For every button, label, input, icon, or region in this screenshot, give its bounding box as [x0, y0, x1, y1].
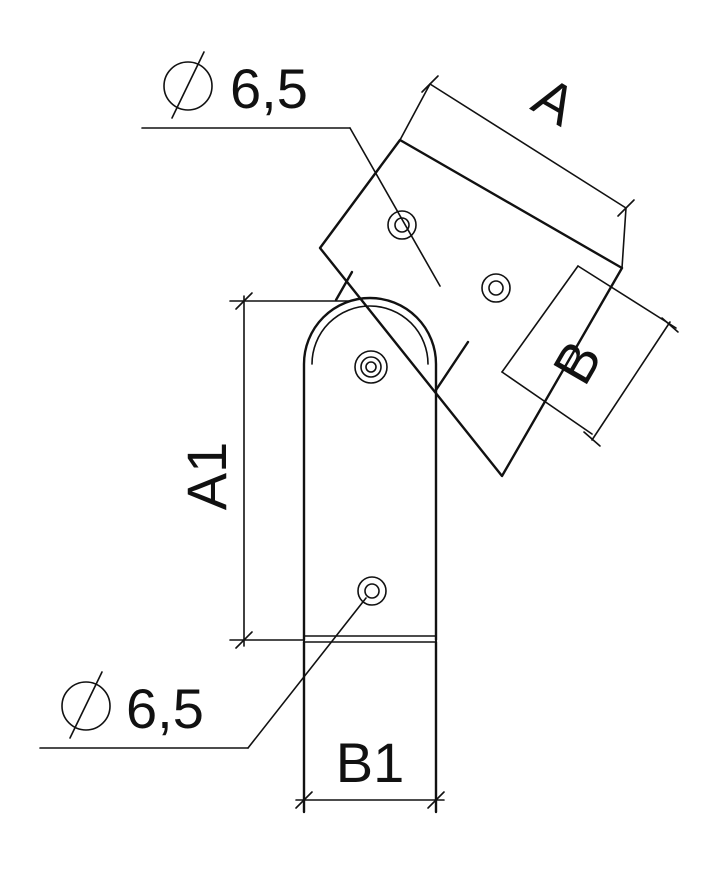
dimension-b1-label: B1: [336, 731, 405, 794]
hole-upper-1: [387, 210, 417, 240]
neck-edge-right: [434, 340, 470, 392]
lower-bar: [302, 296, 438, 814]
dimension-b-tick-2: [583, 431, 601, 447]
hole-callout-top: 6,5: [141, 51, 441, 287]
neck-edge-left: [334, 270, 354, 302]
lower-bar-inner-arc: [311, 305, 429, 365]
dimension-b1-tick-2: [427, 791, 445, 809]
hole-callout-bottom-value: 6,5: [126, 677, 204, 740]
dimension-a1-tick-2: [235, 631, 253, 649]
upper-block: [318, 138, 624, 478]
diameter-icon-top: [163, 51, 213, 119]
dimension-b-label: B: [540, 330, 613, 394]
dimension-b-tick-1: [661, 317, 679, 333]
dimension-a-tick-2: [617, 199, 635, 217]
dimension-a1: A1: [175, 292, 351, 649]
diameter-icon-bottom: [61, 671, 111, 739]
dimension-b1: B1: [295, 731, 445, 809]
dimension-b: B: [501, 265, 679, 447]
hole-upper-2: [481, 273, 511, 303]
hole-lower-1: [354, 350, 388, 384]
dimension-a-tick-1: [421, 75, 439, 93]
callout-top-leader: [349, 127, 441, 287]
dimension-a: A: [399, 64, 635, 269]
dimension-a1-label: A1: [175, 442, 238, 511]
hole-lower-2: [357, 576, 387, 606]
upper-block-divider: [501, 265, 579, 373]
hole-callout-top-value: 6,5: [230, 57, 308, 120]
dimension-a-label: A: [523, 64, 587, 138]
dimension-a1-tick-1: [235, 292, 253, 310]
dimension-a-line: [429, 83, 627, 209]
dimension-b-line: [591, 321, 671, 441]
callout-bottom-leader: [247, 597, 367, 749]
upper-block-outline: [318, 138, 624, 478]
lower-bar-outline: [302, 296, 438, 642]
hole-callout-bottom: 6,5: [39, 597, 367, 749]
dimension-b1-tick-1: [295, 791, 313, 809]
